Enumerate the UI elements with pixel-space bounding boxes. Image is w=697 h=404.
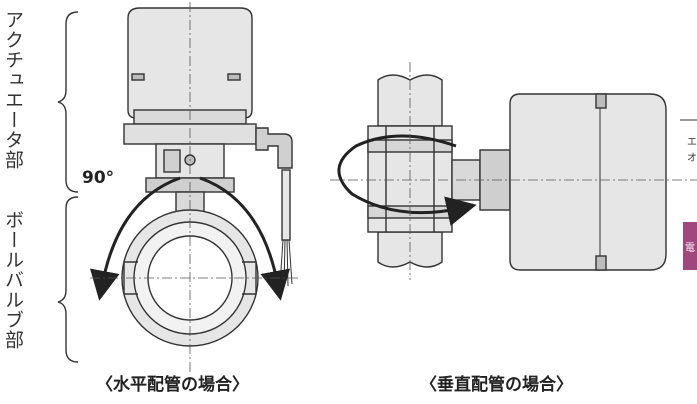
side-text-2: オ: [687, 153, 697, 164]
horizontal-piping-caption: 〈水平配管の場合〉: [96, 375, 249, 395]
rotation-arrow-right: [199, 176, 290, 301]
actuator-housing-side: [509, 93, 667, 271]
rotation-angle-label: 90°: [82, 168, 115, 188]
actuator-brace: [57, 11, 79, 193]
side-badge: 電: [683, 222, 697, 270]
rotation-arrow-ellipse: [337, 134, 477, 226]
rotation-arrow-left: [90, 176, 181, 301]
cable-wires: [279, 239, 293, 287]
actuator-section-label: アクチュエータ部: [2, 10, 24, 170]
cable: [281, 169, 291, 241]
side-text-1: エ: [687, 137, 697, 148]
ball-valve-brace: [57, 196, 79, 363]
cable-gland: [255, 127, 293, 169]
horizontal-piping-drawing: [90, 2, 300, 372]
ball-valve-section-label: ボールバルブ部: [2, 210, 24, 350]
vertical-piping-drawing: [330, 62, 697, 280]
vertical-piping-caption: 〈垂直配管の場合〉: [420, 375, 573, 395]
